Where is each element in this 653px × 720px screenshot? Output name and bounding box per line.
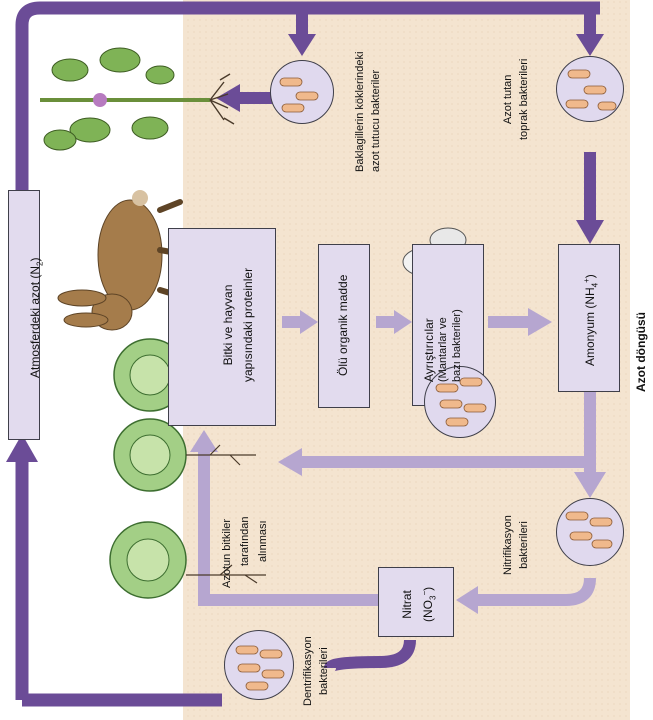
ammonium-box bbox=[558, 244, 620, 392]
denitrification-line1: Dentrifikasyon bbox=[302, 636, 314, 706]
nitrification-line2: bakterileri bbox=[518, 521, 530, 569]
soil-bacteria-label: Azot tutan toprak bakterileri bbox=[500, 59, 532, 140]
nitrate-label: Nitrat (NO3−) bbox=[398, 587, 442, 622]
decomposers-label: Ayrıştırıcılar (Mantarlar ve bazı bakter… bbox=[422, 309, 464, 382]
legume-bacteria-line1: Baklagillerin köklerindeki bbox=[354, 51, 366, 172]
diagram-title: Azot döngüsü bbox=[634, 312, 648, 392]
proteins-label: Bitki ve hayvan yapısındaki proteinler bbox=[218, 268, 258, 382]
decomposers-line3: bazı bakteriler) bbox=[451, 309, 463, 382]
rabbit-icon bbox=[57, 190, 185, 331]
arrowhead-plants bbox=[278, 448, 302, 476]
legume-bacteria-circle bbox=[270, 60, 334, 124]
arrow-nitrification-to-nitrate bbox=[476, 577, 596, 606]
arrowhead-roots bbox=[216, 84, 240, 112]
arrowhead-uptake bbox=[190, 430, 218, 452]
denitrification-bacteria-circle bbox=[224, 630, 294, 700]
arrowhead-soil bbox=[576, 34, 604, 56]
uptake-label: Azotun bitkiler tarafından alınması bbox=[218, 516, 272, 588]
soil-bacteria-line2: toprak bakterileri bbox=[518, 58, 530, 140]
dead-matter-box bbox=[318, 244, 370, 408]
nitrate-box bbox=[378, 567, 454, 637]
denitrification-line2: bakterileri bbox=[318, 647, 330, 695]
nitrification-label: Nitrifikasyon bakterileri bbox=[500, 515, 532, 575]
dead-matter-label: Ölü organik madde bbox=[336, 274, 350, 376]
arrow-nitrate-uptake bbox=[198, 446, 378, 606]
legume-bacteria-label: Baklagillerin köklerindeki azot tutucu b… bbox=[352, 52, 384, 172]
denitrification-label: Dentrifikasyon bakterileri bbox=[300, 636, 332, 706]
uptake-line1: Azotun bitkiler bbox=[221, 518, 233, 588]
proteins-line2: yapısındaki proteinler bbox=[241, 267, 255, 382]
arrow-nitrate-to-denitrifiers bbox=[324, 639, 416, 672]
legume-bacteria-line2: azot tutucu bakteriler bbox=[370, 69, 382, 172]
ammonium-label: Amonyum (NH4+) bbox=[582, 274, 600, 366]
arrowhead-ammonium-light bbox=[528, 308, 552, 336]
arrowhead-dead bbox=[300, 310, 318, 334]
nitrate-line1: Nitrat bbox=[400, 590, 414, 619]
uptake-line2: tarafından bbox=[239, 516, 251, 566]
arrowhead-legume bbox=[288, 34, 316, 56]
nitrification-line1: Nitrifikasyon bbox=[502, 515, 514, 575]
decomposers-line1: Ayrıştırıcılar bbox=[422, 318, 436, 382]
bean-plant-icon bbox=[40, 47, 235, 151]
uptake-line3: alınması bbox=[257, 520, 269, 562]
arrowhead-atmosphere bbox=[6, 434, 38, 462]
proteins-box bbox=[168, 228, 276, 426]
arrow-atmosphere-to-fixers bbox=[15, 1, 600, 200]
soil-bacteria-line1: Azot tutan bbox=[502, 74, 514, 125]
soil-bacteria-circle bbox=[556, 56, 624, 122]
arrowhead-nitrate bbox=[456, 586, 478, 614]
atmospheric-nitrogen-label: Atmosferdeki azot (N2) bbox=[28, 257, 45, 379]
proteins-line1: Bitki ve hayvan bbox=[221, 284, 235, 366]
nitrification-bacteria-circle bbox=[556, 498, 624, 566]
arrowhead-nitrification bbox=[574, 472, 606, 498]
arrowhead-decomposers bbox=[394, 310, 412, 334]
decomposers-line2: (Mantarlar ve bbox=[437, 317, 449, 382]
nitrate-formula: (NO3−) bbox=[420, 586, 438, 622]
arrowhead-ammonium bbox=[576, 220, 604, 244]
atmospheric-nitrogen-box bbox=[8, 190, 40, 440]
